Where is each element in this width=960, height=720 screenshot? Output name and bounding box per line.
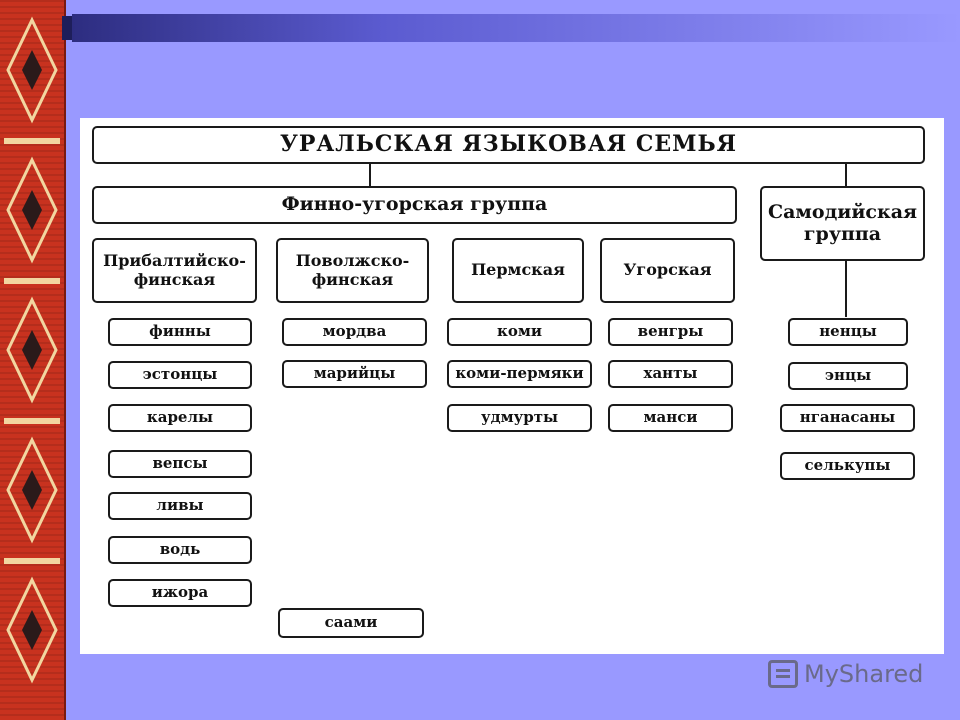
people-box: карелы	[108, 404, 252, 432]
myshared-logo-icon	[768, 660, 798, 688]
people-box: водь	[108, 536, 252, 564]
people-box: ханты	[608, 360, 733, 388]
subgroup-permic: Пермская	[452, 238, 584, 303]
people-box-sami: саами	[278, 608, 424, 638]
connector-root-samoyedic	[845, 163, 847, 187]
people-box: ливы	[108, 492, 252, 520]
subgroup-ugric: Угорская	[600, 238, 735, 303]
title-bar-gradient	[72, 14, 960, 42]
people-box: селькупы	[780, 452, 915, 480]
people-box: энцы	[788, 362, 908, 390]
people-box: марийцы	[282, 360, 427, 388]
finno-ugric-group: Финно-угорская группа	[92, 186, 737, 224]
ornament-pattern-icon	[4, 16, 60, 684]
people-box: мордва	[282, 318, 427, 346]
people-box: удмурты	[447, 404, 592, 432]
people-box: эстонцы	[108, 361, 252, 389]
people-box: манси	[608, 404, 733, 432]
people-box: ижора	[108, 579, 252, 607]
diagram-panel: УРАЛЬСКАЯ ЯЗЫКОВАЯ СЕМЬЯ Финно-угорская …	[80, 118, 944, 654]
people-box: коми	[447, 318, 592, 346]
people-box: венгры	[608, 318, 733, 346]
samoyedic-group: Самодийская группа	[760, 186, 925, 261]
subgroup-baltic-finnic: Прибалтийско-финская	[92, 238, 257, 303]
connector-root-finno	[369, 163, 371, 187]
people-box: ненцы	[788, 318, 908, 346]
people-box: коми-пермяки	[447, 360, 592, 388]
people-box: финны	[108, 318, 252, 346]
connector-samoyedic-peoples	[845, 261, 847, 317]
decorative-ornament-band	[0, 0, 66, 720]
subgroup-volga-finnic: Поволжско-финская	[276, 238, 429, 303]
people-box: вепсы	[108, 450, 252, 478]
watermark-text: MyShared	[804, 660, 924, 688]
myshared-watermark: MyShared	[768, 656, 923, 692]
root-uralic-family: УРАЛЬСКАЯ ЯЗЫКОВАЯ СЕМЬЯ	[92, 126, 925, 164]
people-box: нганасаны	[780, 404, 915, 432]
title-bar-accent	[62, 16, 74, 40]
